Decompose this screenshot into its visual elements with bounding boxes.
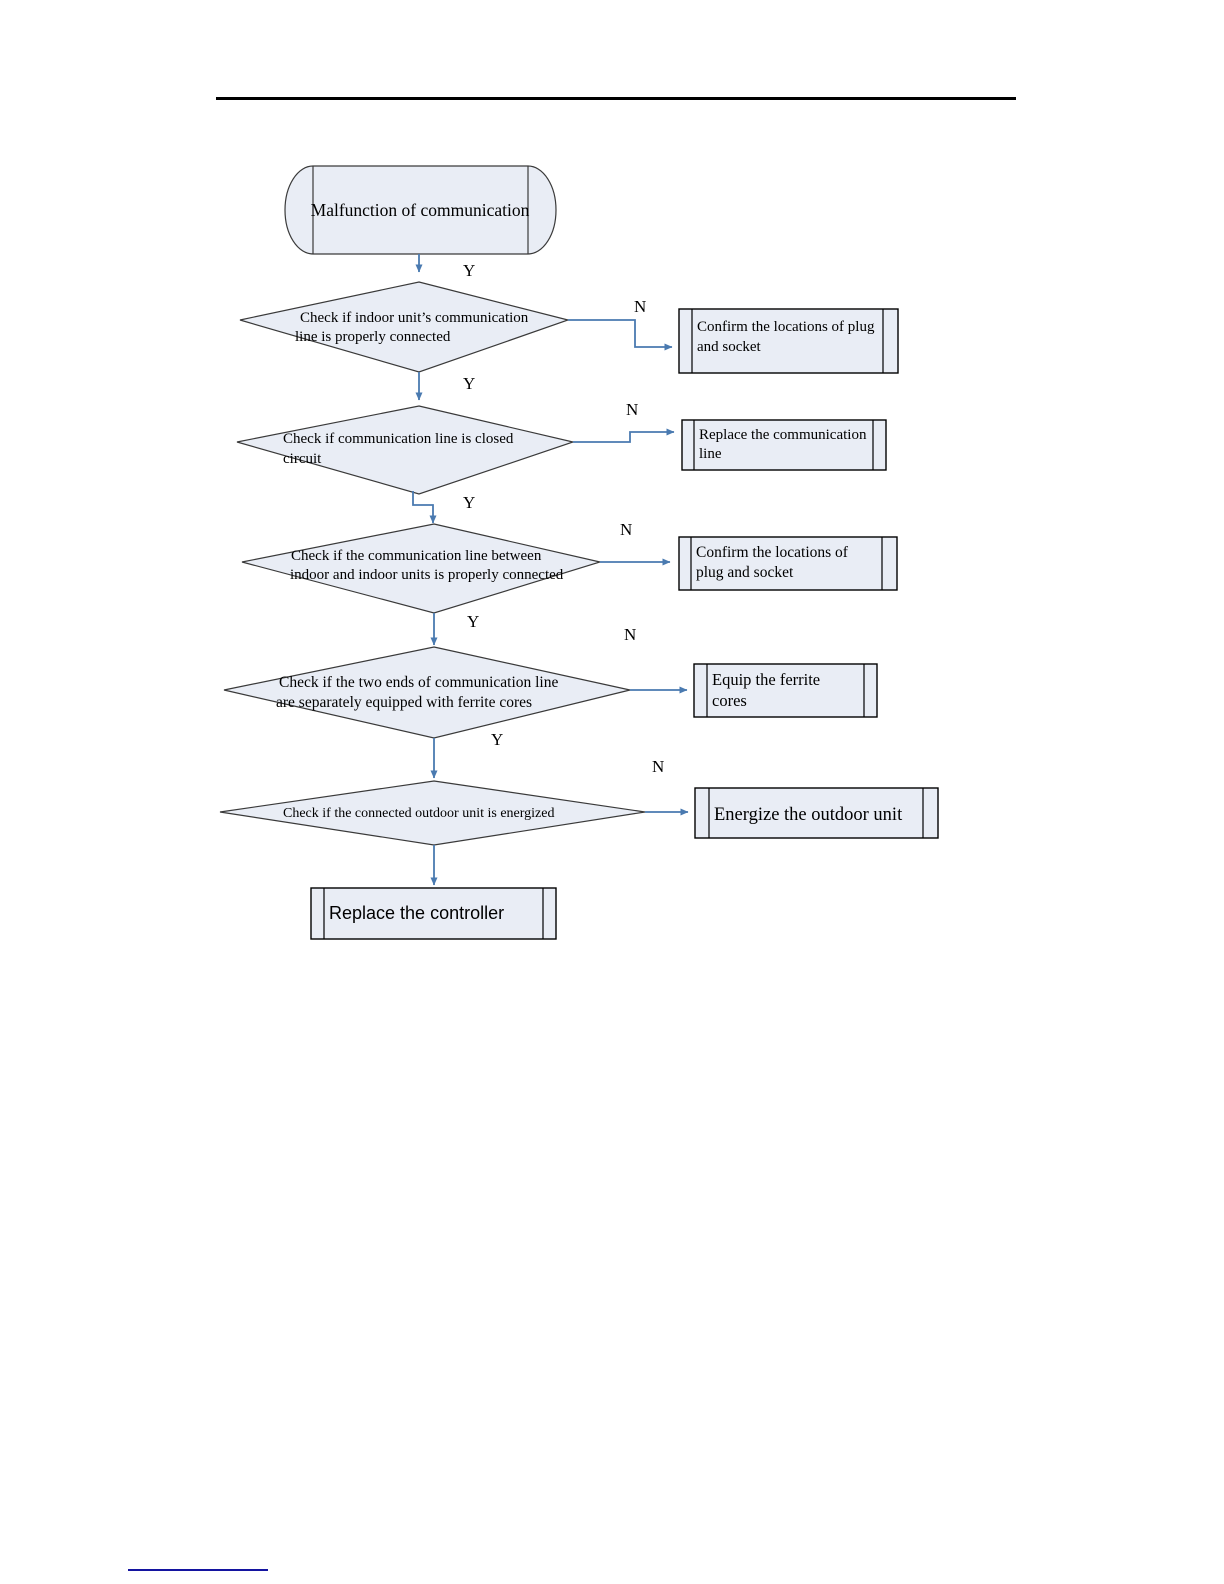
decision-4[interactable]: Check if the two ends of communication l… (223, 646, 631, 739)
action-box-5-line1: Energize the outdoor unit (714, 805, 903, 825)
action-box-4[interactable]: Equip the ferrite cores (693, 663, 878, 718)
action-box-3-line2: plug and socket (696, 564, 794, 581)
connector-d2-no (573, 428, 675, 443)
action-box-3[interactable]: Confirm the locations of plug and socket (678, 536, 898, 591)
connector-d1-no (568, 319, 673, 351)
branch-label-y-0: Y (463, 261, 475, 280)
end-box[interactable]: Replace the controller (310, 887, 557, 940)
decision-3-line2: indoor and indoor units is properly conn… (290, 567, 564, 583)
branch-label-n-2: N (626, 400, 638, 419)
start-label: Malfunction of communication (311, 200, 530, 220)
branch-label-y-4: Y (491, 730, 503, 749)
header-rule (216, 97, 1016, 100)
decision-4-line1: Check if the two ends of communication l… (279, 674, 558, 691)
decision-3-line1: Check if the communication line between (291, 548, 542, 564)
branch-label-n-1: N (634, 297, 646, 316)
action-box-1-line2: and socket (697, 339, 762, 355)
decision-4-line2: are separately equipped with ferrite cor… (276, 694, 532, 711)
action-box-5[interactable]: Energize the outdoor unit (694, 787, 939, 839)
decision-2-line1: Check if communication line is closed (283, 431, 514, 447)
action-box-2[interactable]: Replace the communication line (681, 419, 887, 471)
action-box-3-line1: Confirm the locations of (696, 544, 849, 561)
action-box-1[interactable]: Confirm the locations of plug and socket (678, 308, 899, 374)
decision-1[interactable]: Check if indoor unit’s communication lin… (239, 281, 571, 373)
end-box-label: Replace the controller (329, 903, 504, 923)
branch-label-y-1: Y (463, 374, 475, 393)
action-box-4-line1: Equip the ferrite (712, 670, 820, 689)
decision-3[interactable]: Check if the communication line between … (241, 523, 603, 614)
action-box-4-line2: cores (712, 691, 747, 710)
decision-1-line2: line is properly connected (295, 329, 451, 345)
branch-label-n-5: N (652, 757, 664, 776)
footnote-separator (128, 1569, 268, 1571)
branch-label-y-3: Y (467, 612, 479, 631)
start-terminator[interactable]: Malfunction of communication (284, 165, 557, 255)
action-box-2-line1: Replace the communication (699, 427, 867, 443)
decision-5-line1: Check if the connected outdoor unit is e… (283, 806, 555, 821)
action-box-1-line1: Confirm the locations of plug (697, 319, 875, 335)
branch-label-n-4: N (624, 625, 636, 644)
connector-d2-to-d3 (412, 491, 437, 524)
branch-label-n-3: N (620, 520, 632, 539)
action-box-2-line2: line (699, 446, 722, 462)
branch-label-y-2: Y (463, 493, 475, 512)
decision-1-line1: Check if indoor unit’s communication (300, 310, 529, 326)
decision-2[interactable]: Check if communication line is closed ci… (236, 405, 576, 495)
decision-2-line2: circuit (283, 451, 322, 467)
decision-5[interactable]: Check if the connected outdoor unit is e… (219, 780, 646, 846)
